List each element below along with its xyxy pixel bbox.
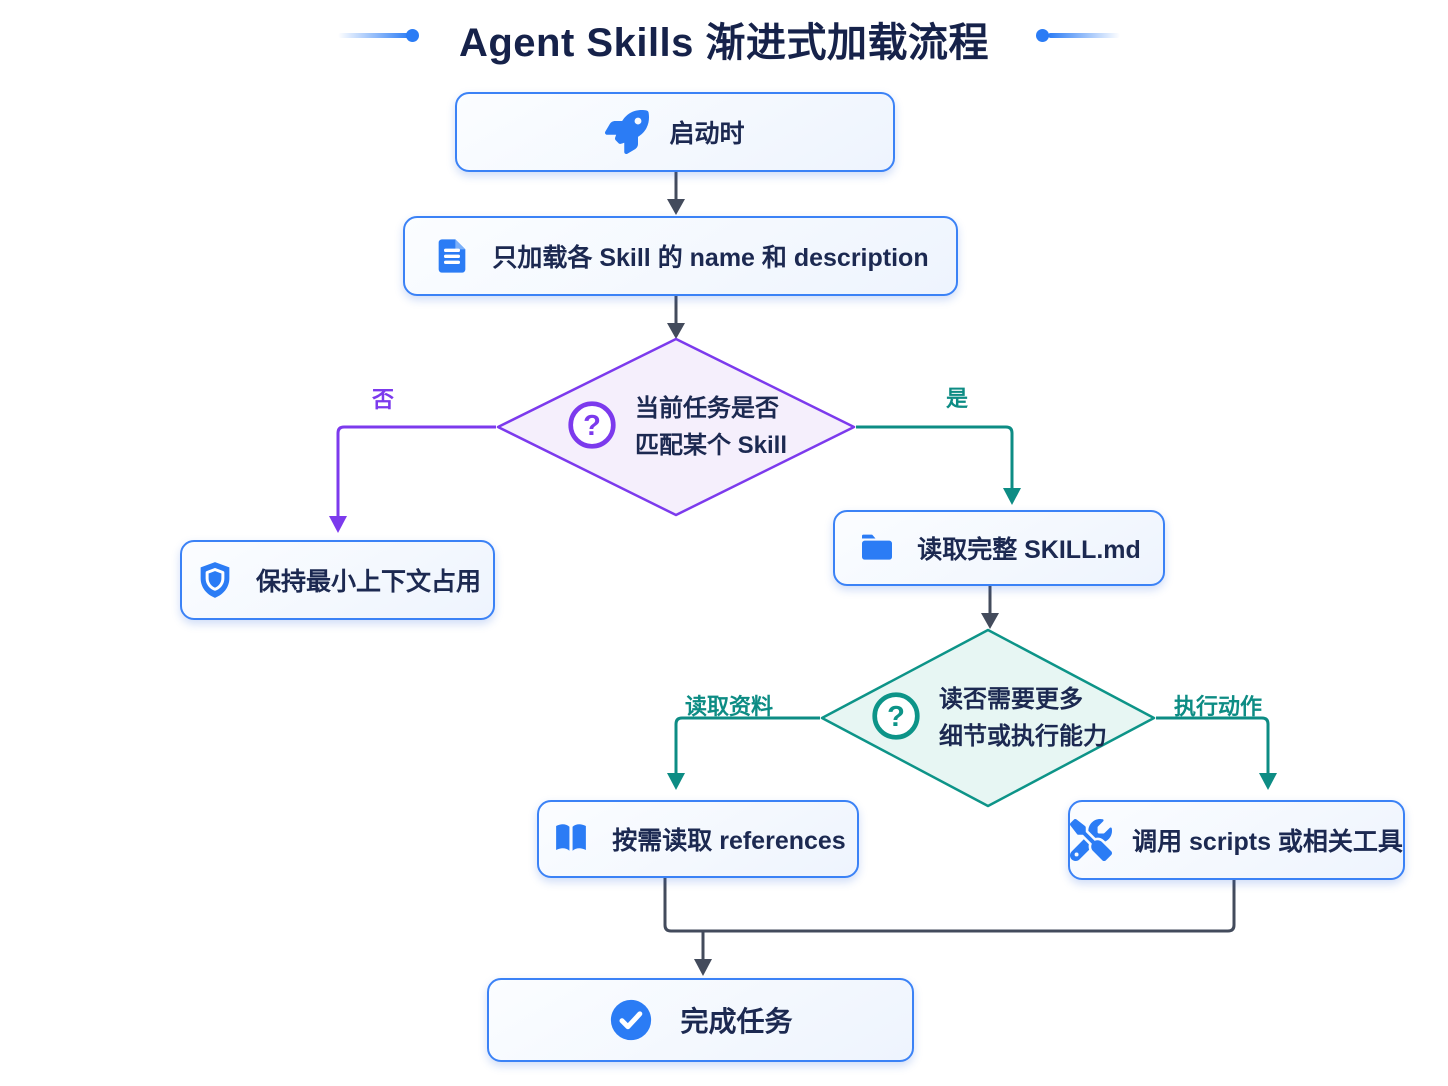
edge-label-no: 否 bbox=[371, 387, 394, 412]
rocket-icon bbox=[605, 110, 650, 154]
svg-text:?: ? bbox=[583, 409, 601, 441]
title-decoration-line-left bbox=[338, 33, 410, 38]
svg-text:?: ? bbox=[887, 700, 905, 732]
shield-icon bbox=[194, 559, 236, 601]
node-finish: 完成任务 bbox=[487, 978, 914, 1062]
decision-task-match-line1: 当前任务是否 bbox=[634, 395, 779, 422]
node-start-label: 启动时 bbox=[669, 120, 745, 148]
node-start: 启动时 bbox=[455, 92, 895, 172]
edge-no-branch bbox=[329, 425, 496, 533]
edge-skill-to-decision bbox=[981, 586, 999, 629]
node-keep-minimal-label: 保持最小上下文占用 bbox=[255, 568, 481, 596]
node-call-scripts: 调用 scripts 或相关工具 bbox=[1068, 800, 1405, 880]
decision-need-more-shape bbox=[820, 628, 1156, 808]
edge-execute-action-branch bbox=[1156, 716, 1277, 790]
decision-task-match: ? 当前任务是否 匹配某个 Skill bbox=[496, 337, 856, 517]
edge-label-read-material: 读取资料 bbox=[684, 694, 773, 719]
decision-need-more-line2: 细节或执行能力 bbox=[939, 723, 1107, 750]
document-icon bbox=[432, 236, 472, 276]
edge-yes-branch bbox=[856, 425, 1021, 505]
page-title: Agent Skills 渐进式加载流程 bbox=[458, 21, 990, 65]
decision-task-match-shape bbox=[496, 337, 856, 517]
node-call-scripts-label: 调用 scripts 或相关工具 bbox=[1132, 828, 1403, 856]
decision-task-match-line2: 匹配某个 Skill bbox=[634, 432, 788, 459]
edge-load-to-decision bbox=[667, 296, 685, 339]
title-decoration-dot-right bbox=[1036, 29, 1049, 42]
tools-icon bbox=[1070, 819, 1113, 861]
folder-icon bbox=[857, 528, 897, 568]
edge-label-execute-action: 执行动作 bbox=[1173, 694, 1262, 719]
title-decoration-line-right bbox=[1048, 33, 1120, 38]
edge-merge-to-finish bbox=[663, 878, 1236, 976]
node-read-refs-label: 按需读取 references bbox=[612, 827, 846, 855]
node-read-skill: 读取完整 SKILL.md bbox=[833, 510, 1165, 586]
question-icon: ? bbox=[565, 398, 619, 457]
node-read-refs: 按需读取 references bbox=[537, 800, 859, 878]
node-load-meta: 只加载各 Skill 的 name 和 description bbox=[403, 216, 958, 296]
edge-start-to-load bbox=[667, 172, 685, 215]
decision-need-more-line1: 读否需要更多 bbox=[939, 686, 1083, 713]
node-load-meta-label: 只加载各 Skill 的 name 和 description bbox=[492, 244, 929, 272]
edge-read-material-branch bbox=[667, 716, 820, 790]
node-keep-minimal: 保持最小上下文占用 bbox=[180, 540, 495, 620]
decision-need-more: ? 读否需要更多 细节或执行能力 bbox=[820, 628, 1156, 808]
node-read-skill-label: 读取完整 SKILL.md bbox=[917, 536, 1141, 564]
check-icon bbox=[608, 997, 654, 1043]
book-icon bbox=[550, 818, 592, 860]
question-icon: ? bbox=[869, 689, 923, 748]
edge-label-yes: 是 bbox=[945, 386, 968, 411]
node-finish-label: 完成任务 bbox=[680, 1006, 793, 1037]
title-decoration-dot-left bbox=[406, 29, 419, 42]
